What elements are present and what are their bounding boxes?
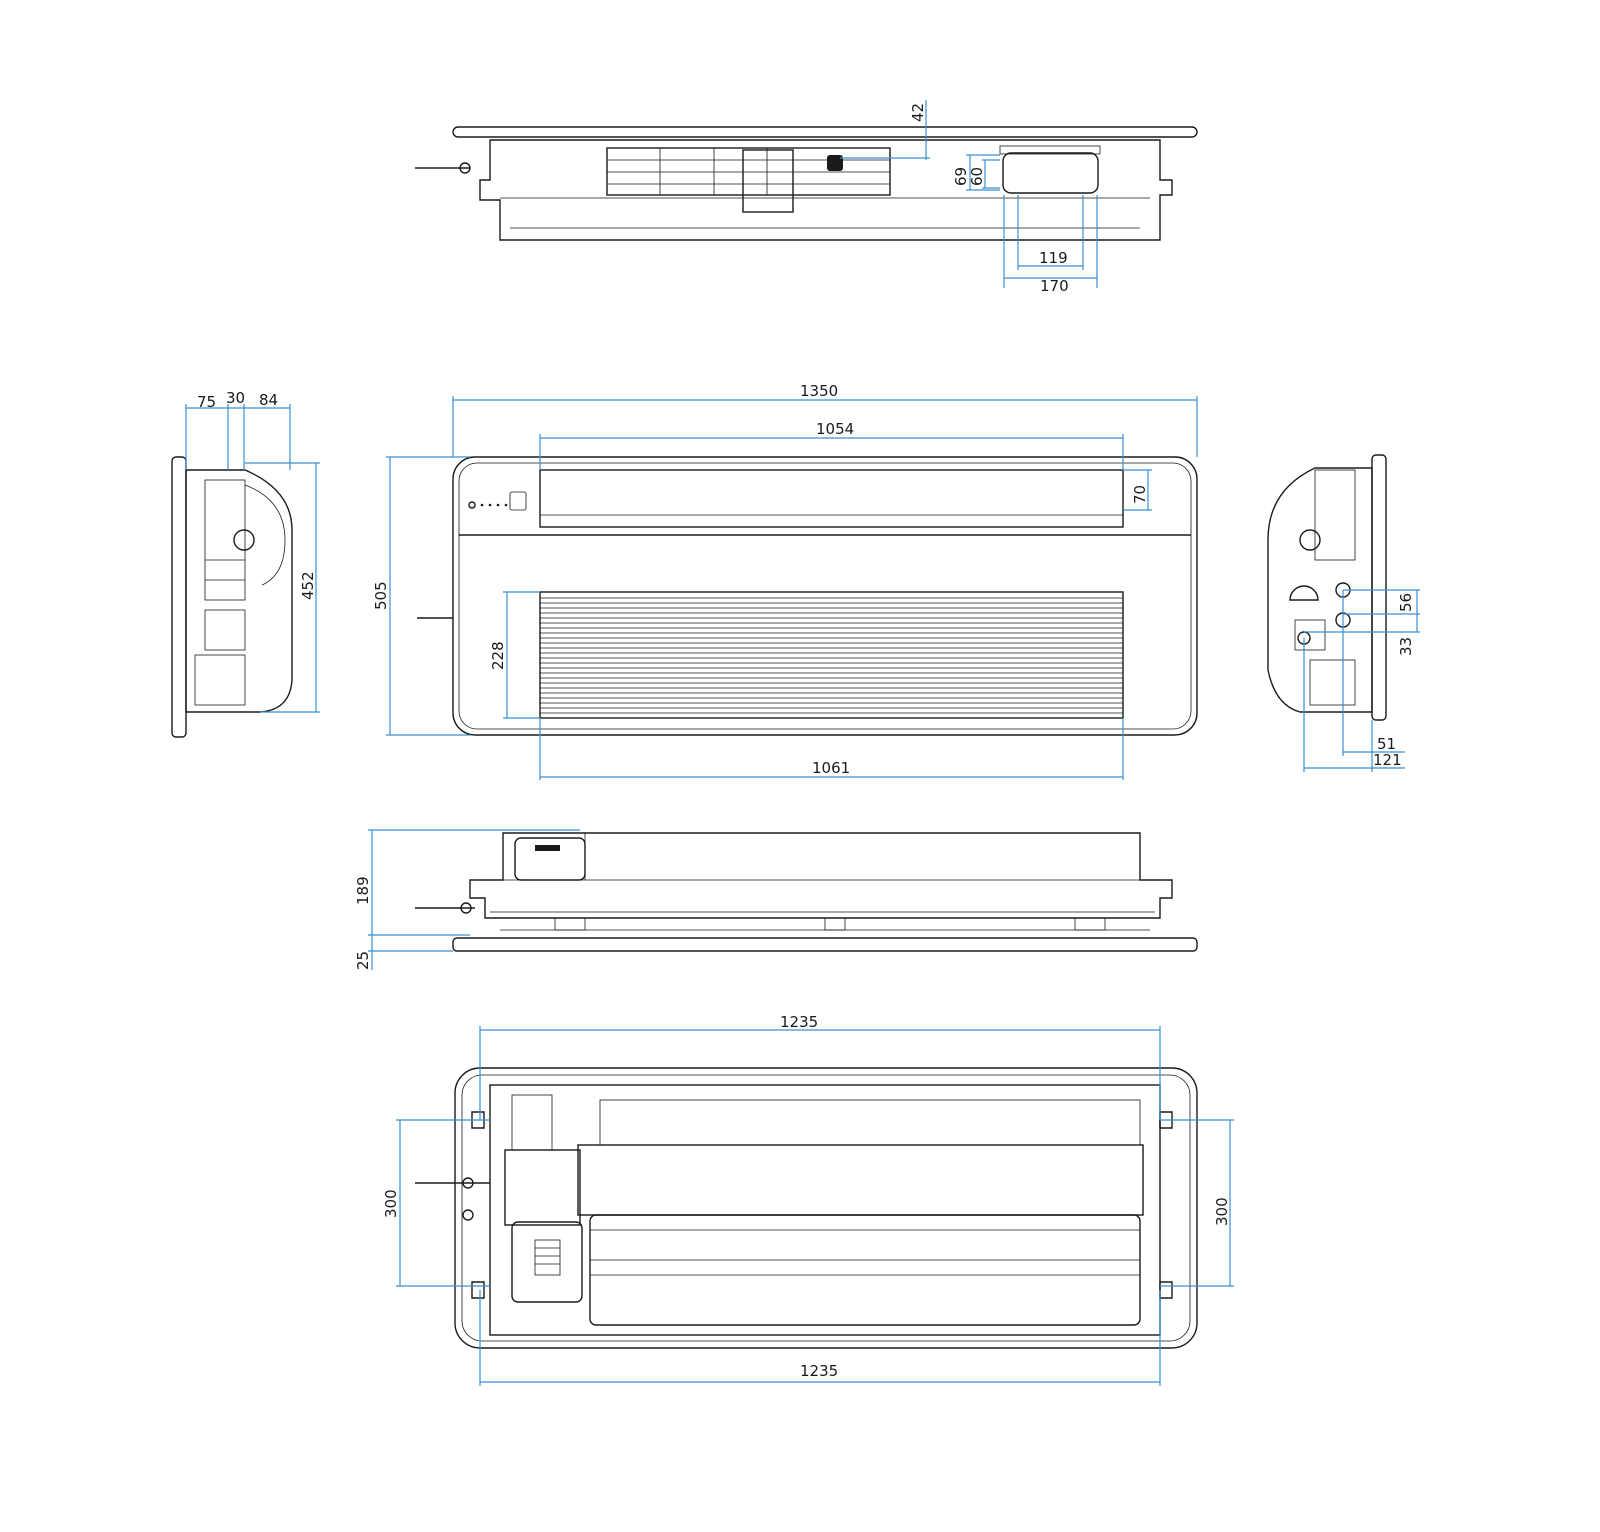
dim-505: 505 [372,581,390,610]
dim-70: 70 [1131,485,1149,504]
dim-33: 33 [1397,637,1415,656]
dim-228: 228 [489,641,507,670]
dim-51: 51 [1377,735,1396,753]
dim-69: 69 [952,167,970,186]
dim-25: 25 [354,951,372,970]
dim-1054: 1054 [816,420,854,438]
dim-1061: 1061 [812,759,850,777]
bottom-view: 1235 300 300 1235 [382,1013,1234,1386]
left-side-view: 75 30 84 452 [171,389,320,738]
front-view: 1350 1054 70 505 228 1061 [372,382,1198,780]
dim-75: 75 [197,393,216,411]
dim-1350: 1350 [800,382,838,400]
dim-300-right: 300 [1213,1197,1231,1226]
right-side-view: 56 33 51 121 [1267,454,1420,772]
dim-60: 60 [968,167,986,186]
dim-121: 121 [1373,751,1402,769]
dim-42: 42 [909,103,927,122]
dim-30: 30 [226,389,245,407]
top-view: 42 69 60 119 170 [415,100,1198,295]
dim-300-left: 300 [382,1189,400,1218]
side-view: 189 25 [354,829,1198,970]
dim-119: 119 [1039,249,1068,267]
dim-56: 56 [1397,593,1415,612]
dim-84: 84 [259,391,278,409]
dim-170: 170 [1040,277,1069,295]
dim-189: 189 [354,876,372,905]
dim-1235-bottom: 1235 [800,1362,838,1380]
dim-1235-top: 1235 [780,1013,818,1031]
dim-452: 452 [299,571,317,600]
